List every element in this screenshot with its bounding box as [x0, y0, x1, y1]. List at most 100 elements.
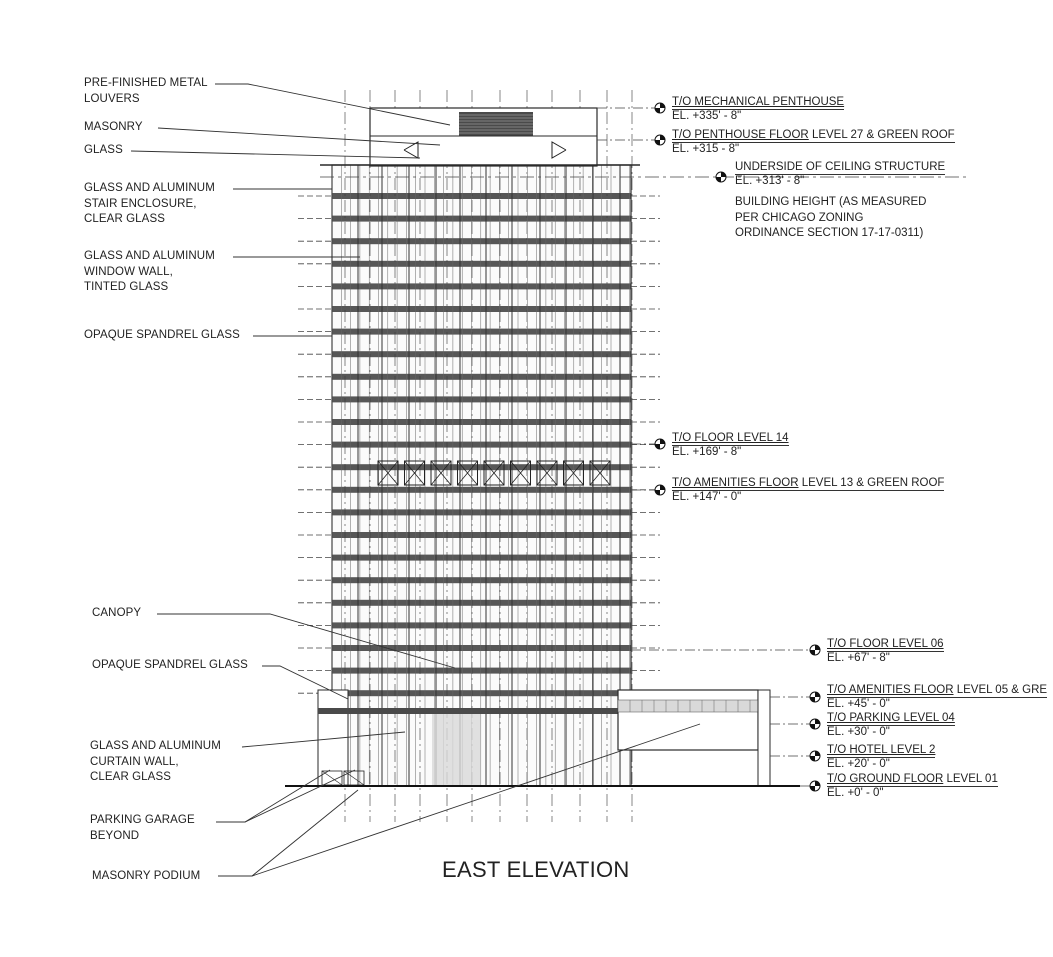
level-marker-icon — [809, 780, 821, 792]
label-masonry: MASONRY — [84, 121, 143, 133]
amenity-brace — [404, 460, 425, 486]
amenity-brace — [483, 460, 505, 486]
level-marker-icon — [809, 718, 821, 730]
amenity-panel — [510, 460, 531, 486]
level-ground-floor: T/O GROUND FLOOR LEVEL 01 EL. +0' - 0" — [827, 773, 998, 799]
level-marker-icon — [715, 171, 727, 183]
level-marker-quadrant — [655, 108, 660, 113]
annotation-leader — [157, 613, 456, 669]
spandrel-band — [332, 577, 631, 584]
level-marker-quadrant — [721, 172, 726, 177]
annotation-leader — [218, 789, 359, 877]
level-amenities-05: T/O AMENITIES FLOOR LEVEL 05 & GRE EL. +… — [827, 684, 1048, 710]
spandrel-band — [332, 622, 631, 629]
annotation-leader — [218, 723, 701, 877]
label-metal-louvers: PRE-FINISHED METAL LOUVERS — [84, 77, 208, 105]
amenity-panel — [377, 460, 399, 486]
podium-right — [617, 689, 759, 751]
label-parking-garage: PARKING GARAGE BEYOND — [90, 814, 195, 842]
level-marker-quadrant — [810, 650, 815, 655]
spandrel-band — [332, 373, 631, 380]
amenity-panel — [483, 460, 505, 486]
glass-chevron-right — [551, 141, 567, 159]
label-masonry-podium: MASONRY PODIUM — [92, 870, 201, 882]
spandrel-band — [332, 645, 631, 651]
level-marker-icon — [654, 102, 666, 114]
amenity-brace — [589, 460, 611, 486]
annotation-leader — [216, 769, 331, 823]
level-marker-quadrant — [815, 692, 820, 697]
level-marker-icon — [654, 484, 666, 496]
level-marker-quadrant — [660, 485, 665, 490]
level-marker-quadrant — [655, 490, 660, 495]
label-opaque-spandrel-glass: OPAQUE SPANDREL GLASS — [84, 329, 240, 341]
level-marker-quadrant — [716, 177, 721, 182]
level-marker-quadrant — [660, 103, 665, 108]
amenity-brace — [457, 460, 478, 486]
label-window-wall: GLASS AND ALUMINUM WINDOW WALL, TINTED G… — [84, 250, 215, 293]
amenity-brace — [510, 460, 531, 486]
level-marker-icon — [654, 438, 666, 450]
spandrel-band — [332, 193, 631, 199]
label-opaque-spandrel-glass-lower: OPAQUE SPANDREL GLASS — [92, 659, 248, 671]
canopy-band — [318, 708, 631, 714]
amenity-panel — [457, 460, 478, 486]
level-marker-quadrant — [810, 756, 815, 761]
spandrel-band — [332, 283, 631, 290]
amenity-brace — [536, 460, 558, 486]
level-marker-quadrant — [655, 140, 660, 145]
level-marker-quadrant — [815, 645, 820, 650]
level-parking-04: T/O PARKING LEVEL 04 EL. +30' - 0" — [827, 712, 955, 738]
label-curtain-wall: GLASS AND ALUMINUM CURTAIN WALL, CLEAR G… — [90, 740, 221, 783]
annotation-leader — [157, 127, 441, 146]
spandrel-band — [332, 351, 631, 358]
level-marker-quadrant — [655, 444, 660, 449]
spandrel-band — [332, 215, 631, 222]
amenity-brace — [377, 460, 399, 486]
amenity-brace — [430, 460, 452, 486]
annotation-leader — [241, 731, 406, 748]
level-underside-ceiling: UNDERSIDE OF CEILING STRUCTURE EL. +313'… — [735, 161, 946, 187]
level-marker-icon — [809, 691, 821, 703]
level-marker-quadrant — [810, 786, 815, 791]
amenity-brace — [563, 460, 584, 486]
level-marker-quadrant — [815, 751, 820, 756]
spandrel-band — [332, 509, 631, 516]
entry-glass — [432, 714, 480, 786]
level-amenities-13: T/O AMENITIES FLOOR LEVEL 13 & GREEN ROO… — [672, 477, 945, 503]
glass-chevron-left — [403, 141, 419, 159]
level-hotel-2: T/O HOTEL LEVEL 2 EL. +20' - 0" — [827, 744, 936, 770]
annotation-leader — [262, 665, 349, 700]
level-floor-06: T/O FLOOR LEVEL 06 EL. +67' - 8" — [827, 638, 944, 664]
spandrel-band — [332, 599, 631, 606]
amenity-panel — [536, 460, 558, 486]
amenity-panel — [430, 460, 452, 486]
annotation-leader — [215, 83, 451, 126]
level-marker-quadrant — [660, 439, 665, 444]
level-mechanical-penthouse: T/O MECHANICAL PENTHOUSE EL. +335' - 8" — [672, 96, 845, 122]
spandrel-band — [332, 328, 631, 335]
amenity-panel — [404, 460, 425, 486]
annotation-leader — [130, 150, 421, 159]
label-canopy: CANOPY — [92, 607, 142, 619]
level-penthouse-floor: T/O PENTHOUSE FLOOR LEVEL 27 & GREEN ROO… — [672, 129, 955, 155]
spandrel-band — [332, 441, 631, 448]
leader-lines — [130, 83, 701, 877]
level-marker-quadrant — [810, 724, 815, 729]
spandrel-band — [332, 690, 631, 697]
spandrel-band — [332, 238, 631, 245]
spandrel-band — [332, 464, 631, 471]
spandrel-band — [332, 532, 631, 538]
amenity-panel — [563, 460, 584, 486]
podium-right-edge — [757, 689, 771, 787]
level-marker-quadrant — [815, 781, 820, 786]
level-marker-icon — [654, 134, 666, 146]
podium-right-glass — [617, 699, 759, 713]
spandrel-band — [332, 260, 631, 267]
drawing-title: EAST ELEVATION — [442, 857, 630, 882]
level-marker-icon — [809, 644, 821, 656]
level-marker-quadrant — [660, 135, 665, 140]
spandrel-band — [332, 554, 631, 561]
spandrel-band — [332, 667, 631, 674]
level-marker-quadrant — [810, 697, 815, 702]
